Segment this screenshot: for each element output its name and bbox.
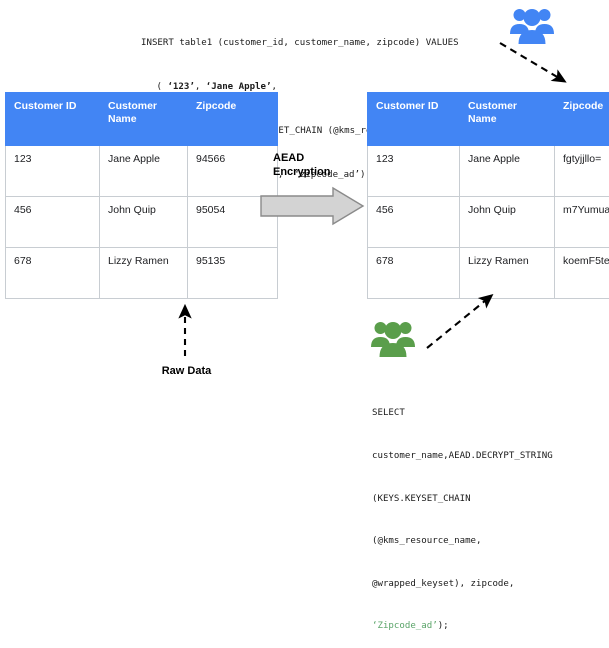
- select-line-6: ‘Zipcode_ad’);: [372, 619, 553, 633]
- table-header-row: Customer ID Customer Name Zipcode: [6, 93, 278, 146]
- cell-customer-id: 456: [6, 197, 100, 248]
- aead-encryption-label: AEAD Encryption: [273, 152, 330, 179]
- select-line-6-tail: );: [438, 621, 449, 631]
- select-line-3: (KEYS.KEYSET_CHAIN: [372, 492, 553, 506]
- table-row: 123 Jane Apple 94566: [6, 146, 278, 197]
- table-row: 456 John Quip m7Yumuawqry: [368, 197, 609, 248]
- insert-line-2-open: (: [151, 82, 167, 92]
- select-statement-code: SELECT customer_name,AEAD.DECRYPT_STRING…: [372, 378, 553, 648]
- raw-data-label: Raw Data: [139, 365, 234, 377]
- table-row: 123 Jane Apple fgtyjjllo=: [368, 146, 609, 197]
- cell-customer-id: 123: [6, 146, 100, 197]
- select-literal-zipcode-ad: ‘Zipcode_ad’: [372, 621, 438, 631]
- select-line-2: customer_name,AEAD.DECRYPT_STRING: [372, 449, 553, 463]
- cell-zipcode: m7Yumuawqry: [555, 197, 609, 248]
- cell-customer-id: 456: [368, 197, 460, 248]
- block-arrow-right-icon: [259, 186, 365, 226]
- table-row: 456 John Quip 95054: [6, 197, 278, 248]
- cell-customer-name: Jane Apple: [100, 146, 188, 197]
- cell-customer-name: John Quip: [100, 197, 188, 248]
- column-header-customer-id: Customer ID: [6, 93, 100, 146]
- insert-line-2-end: ,: [271, 82, 276, 92]
- cell-zipcode: koemF5ter=: [555, 248, 609, 299]
- select-line-1: SELECT: [372, 406, 553, 420]
- column-header-customer-id: Customer ID: [368, 93, 460, 146]
- raw-data-table: Customer ID Customer Name Zipcode 123 Ja…: [5, 92, 278, 299]
- column-header-zipcode: Zipcode: [555, 93, 609, 146]
- cell-customer-id: 678: [6, 248, 100, 299]
- insert-line-1: INSERT table1 (customer_id, customer_nam…: [141, 36, 459, 51]
- people-group-icon-green: [370, 317, 416, 359]
- column-header-zipcode: Zipcode: [188, 93, 278, 146]
- cell-zipcode: 95135: [188, 248, 278, 299]
- dashed-arrow-raw-data-icon: [170, 300, 200, 358]
- select-line-4: (@kms_resource_name,: [372, 534, 553, 548]
- table-header-row: Customer ID Customer Name Zipcode: [368, 93, 609, 146]
- dashed-arrow-insert-to-table-icon: [498, 40, 576, 90]
- insert-literal-customer-id: ‘123’: [167, 82, 194, 92]
- insert-line-2-mid: ,: [195, 82, 206, 92]
- encrypted-data-table: Customer ID Customer Name Zipcode 123 Ja…: [367, 92, 609, 299]
- column-header-customer-name: Customer Name: [100, 93, 188, 146]
- cell-customer-name: John Quip: [460, 197, 555, 248]
- table-row: 678 Lizzy Ramen 95135: [6, 248, 278, 299]
- select-line-5: @wrapped_keyset), zipcode,: [372, 577, 553, 591]
- column-header-customer-name: Customer Name: [460, 93, 555, 146]
- dashed-arrow-select-to-table-icon: [425, 290, 505, 350]
- cell-customer-name: Jane Apple: [460, 146, 555, 197]
- cell-zipcode: fgtyjjllo=: [555, 146, 609, 197]
- insert-literal-customer-name: ‘Jane Apple’: [206, 82, 272, 92]
- cell-customer-id: 123: [368, 146, 460, 197]
- cell-customer-name: Lizzy Ramen: [100, 248, 188, 299]
